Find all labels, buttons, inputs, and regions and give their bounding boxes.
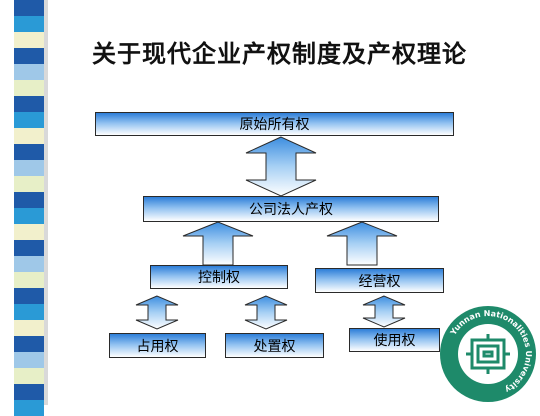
stripe-segment: [14, 384, 44, 400]
stripe-segment: [14, 288, 44, 304]
up-arrow-control: [182, 221, 254, 266]
stripe-segment: [14, 96, 44, 112]
node-corporate-label: 公司法人产权: [249, 202, 333, 218]
stripe-segment: [14, 320, 44, 336]
stripe-shadow: [44, 0, 48, 405]
node-ownership: 原始所有权: [95, 112, 454, 136]
stripe-segment: [14, 336, 44, 352]
stripe-segment: [14, 272, 44, 288]
node-operation-label: 经营权: [358, 273, 401, 290]
stripe-segment: [14, 304, 44, 320]
stripe-segment: [14, 16, 44, 32]
double-arrow-usage: [362, 295, 406, 328]
node-disposal: 处置权: [225, 333, 324, 358]
node-control-label: 控制权: [198, 270, 240, 286]
slide-title: 关于现代企业产权制度及产权理论: [92, 40, 467, 68]
node-usage-label: 使用权: [373, 333, 416, 349]
double-arrow-ownership-corporate: [245, 136, 317, 197]
node-possession: 占用权: [109, 333, 206, 358]
stripe-segment: [14, 128, 44, 144]
double-arrow-disposal: [244, 295, 288, 330]
node-control: 控制权: [150, 265, 288, 289]
stripe-segment: [14, 368, 44, 384]
stripe-segment: [14, 160, 44, 176]
double-arrow-possession: [135, 295, 179, 330]
decorative-stripe-bar: [14, 0, 44, 416]
node-operation: 经营权: [315, 268, 444, 293]
stripe-segment: [14, 80, 44, 96]
stripe-segment: [14, 48, 44, 64]
up-arrow-operation: [326, 221, 398, 266]
stripe-segment: [14, 192, 44, 208]
university-seal-icon: Yunnan Nationalities University: [440, 306, 536, 402]
stripe-segment: [14, 352, 44, 368]
node-ownership-label: 原始所有权: [239, 117, 310, 133]
node-usage: 使用权: [349, 328, 440, 352]
arrow-layer: [135, 136, 406, 330]
stripe-segment: [14, 144, 44, 160]
node-corporate: 公司法人产权: [143, 196, 439, 222]
stripe-segment: [14, 64, 44, 80]
stripe-segment: [14, 32, 44, 48]
stripe-segment: [14, 256, 44, 272]
stripe-segment: [14, 176, 44, 192]
stripe-segment: [14, 208, 44, 224]
stripe-segment: [14, 224, 44, 240]
stripe-segment: [14, 240, 44, 256]
node-disposal-label: 处置权: [253, 338, 296, 355]
stripe-segment: [14, 112, 44, 128]
node-possession-label: 占用权: [136, 338, 179, 355]
stripe-segment: [14, 0, 44, 16]
